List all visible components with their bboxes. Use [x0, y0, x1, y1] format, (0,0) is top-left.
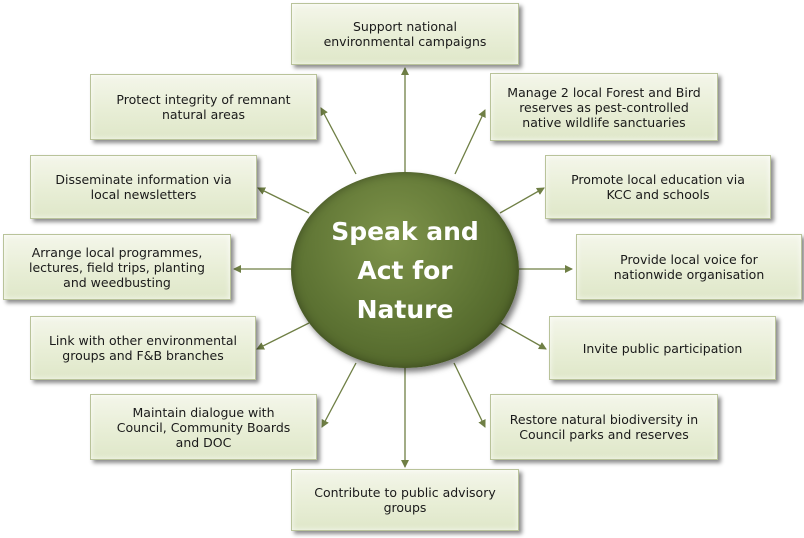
- goal-line: Contribute to public advisory: [314, 485, 496, 500]
- goal-line: Arrange local programmes,: [31, 244, 203, 260]
- goal-line: environmental campaigns: [323, 34, 487, 49]
- goal-line: lectures, field trips, planting: [29, 259, 205, 275]
- connector-arrow: [321, 362, 357, 428]
- goal-line: Disseminate information via: [55, 172, 232, 187]
- connector-arrow: [499, 322, 547, 350]
- goal-line: Council parks and reserves: [519, 427, 689, 442]
- goal-line: and DOC: [175, 434, 232, 450]
- goal-line: Protect integrity of remnant: [116, 92, 291, 107]
- connector-arrow: [256, 322, 310, 350]
- goal-line: Manage 2 local Forest and Bird: [507, 84, 701, 100]
- goal-line: KCC and schools: [606, 187, 710, 202]
- goal-line: groups: [383, 500, 427, 515]
- goal-box-public-participation: Invite public participation: [549, 316, 776, 380]
- goal-line: Maintain dialogue with: [132, 404, 275, 420]
- connector-arrow: [320, 107, 357, 175]
- goal-line: natural areas: [161, 107, 246, 122]
- goal-line: groups and F&B branches: [62, 348, 224, 363]
- connector-arrow: [454, 109, 486, 175]
- goal-line: local newsletters: [90, 187, 197, 202]
- goal-line: Support national: [352, 19, 458, 34]
- goal-line: Invite public participation: [582, 340, 743, 356]
- goal-line: Council, Community Boards: [116, 419, 291, 435]
- connector-arrow: [257, 187, 310, 214]
- goal-line: Link with other environmental: [48, 333, 238, 348]
- connector-arrow: [499, 187, 545, 214]
- goal-line: reserves as pest-controlled: [519, 99, 689, 115]
- goal-line: and weedbusting: [63, 274, 171, 290]
- hub-title-line: Act for: [357, 255, 453, 285]
- hub-title: Speak and Act for Nature: [315, 212, 495, 329]
- goal-line: Provide local voice for: [620, 252, 758, 267]
- goal-line: Restore natural biodiversity in: [509, 412, 699, 427]
- connector-arrow: [453, 362, 486, 428]
- hub-title-line: Speak and: [331, 216, 479, 246]
- goal-line: native wildlife sanctuaries: [522, 114, 686, 130]
- goal-line: nationwide organisation: [613, 267, 765, 282]
- central-hub-circle: Speak and Act for Nature: [291, 172, 519, 368]
- goal-line: Promote local education via: [571, 172, 745, 187]
- goal-box-arrange-programmes: Arrange local programmes,lectures, field…: [3, 234, 231, 300]
- hub-title-line: Nature: [356, 294, 454, 324]
